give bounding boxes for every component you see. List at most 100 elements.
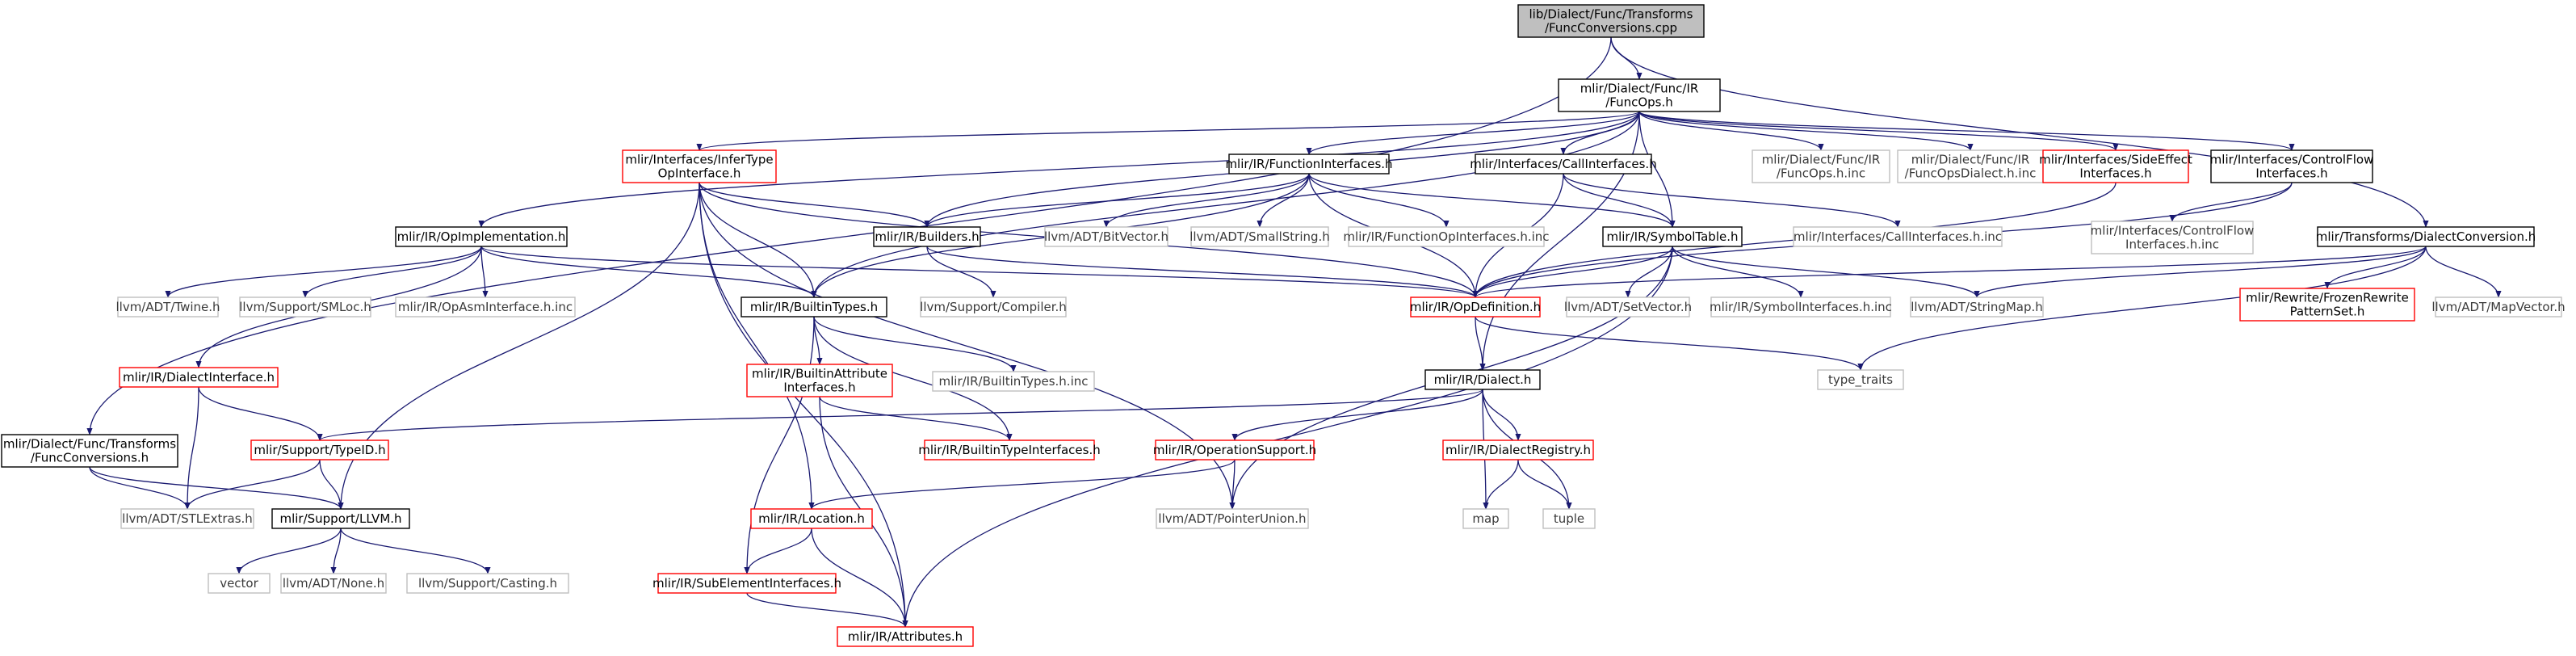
edge-location-to-attributes [811, 528, 908, 628]
node-typeid[interactable]: mlir/Support/TypeID.h [250, 439, 389, 460]
node-twine[interactable]: llvm/ADT/Twine.h [115, 296, 220, 317]
node-opimpl[interactable]: mlir/IR/OpImplementation.h [395, 226, 568, 247]
node-funcops[interactable]: mlir/Dialect/Func/IR/FuncOps.h [1558, 78, 1721, 112]
node-controlflowinc[interactable]: mlir/Interfaces/ControlFlowInterfaces.h.… [2091, 221, 2255, 254]
edge-dialectconversion-to-opdef [1472, 246, 2427, 298]
node-label-opimpl: mlir/IR/OpImplementation.h [397, 229, 566, 244]
node-label-frozenrewrite: PatternSet.h [2290, 305, 2365, 319]
edge-dialectinterface-to-stlextras [184, 386, 199, 510]
node-bitvector[interactable]: llvm/ADT/BitVector.h [1044, 226, 1168, 247]
node-label-none: llvm/ADT/None.h [283, 576, 384, 591]
node-dialectinterface[interactable]: mlir/IR/DialectInterface.h [119, 367, 279, 388]
edge-opimpl-to-builtintypes [480, 246, 817, 298]
node-setvector[interactable]: llvm/ADT/SetVector.h [1564, 296, 1692, 317]
edge-infertype-to-attributes [699, 182, 908, 628]
node-label-callinterfacesinc: mlir/Interfaces/CallInterfaces.h.inc [1794, 229, 2002, 244]
node-opsupport[interactable]: mlir/IR/OperationSupport.h [1153, 439, 1316, 460]
edge-funcops-to-opimpl [478, 111, 1640, 228]
edge-dialectregistry-to-tuple [1517, 459, 1572, 510]
node-casting[interactable]: llvm/Support/Casting.h [406, 573, 569, 594]
node-label-smallstring: llvm/ADT/SmallString.h [1189, 229, 1330, 244]
node-label-stringmap: llvm/ADT/StringMap.h [1911, 300, 2043, 314]
node-funcopsdialectinc[interactable]: mlir/Dialect/Func/IR/FuncOpsDialect.h.in… [1897, 149, 2044, 183]
node-tuple[interactable]: tuple [1542, 508, 1596, 529]
node-label-controlflowinc: Interfaces.h.inc [2125, 238, 2219, 252]
node-typetraits[interactable]: type_traits [1817, 369, 1904, 390]
dependency-edges [86, 36, 2502, 628]
edge-opimpl-to-opdef [480, 246, 1479, 298]
node-box-opasminc [395, 296, 576, 317]
node-stlextras[interactable]: llvm/ADT/STLExtras.h [120, 508, 254, 529]
node-builtintypeif[interactable]: mlir/IR/BuiltinTypeInterfaces.h [918, 439, 1101, 460]
node-subelement[interactable]: mlir/IR/SubElementInterfaces.h [652, 573, 841, 594]
node-label-tuple: tuple [1554, 511, 1584, 526]
edge-location-to-subelement [744, 528, 812, 574]
node-builtintypesinc[interactable]: mlir/IR/BuiltinTypes.h.inc [932, 371, 1095, 392]
node-label-subelement: mlir/IR/SubElementInterfaces.h [652, 576, 841, 591]
node-stringmap[interactable]: llvm/ADT/StringMap.h [1910, 296, 2044, 317]
node-opasminc[interactable]: mlir/IR/OpAsmInterface.h.inc [395, 296, 576, 317]
node-label-funcopsinc: mlir/Dialect/Func/IR [1762, 153, 1881, 167]
node-box-bitvector [1044, 226, 1168, 247]
node-callinterfacesinc[interactable]: mlir/Interfaces/CallInterfaces.h.inc [1793, 226, 2003, 247]
node-box-builders [873, 226, 981, 247]
node-mapvector[interactable]: llvm/ADT/MapVector.h [2431, 296, 2566, 317]
node-smloc[interactable]: llvm/Support/SMLoc.h [239, 296, 371, 317]
node-pointerunion[interactable]: llvm/ADT/PointerUnion.h [1156, 508, 1309, 529]
edge-builders-to-opdef [926, 246, 1479, 298]
node-funcopinterfacesinc[interactable]: mlir/IR/FunctionOpInterfaces.h.inc [1343, 226, 1550, 247]
node-attributes[interactable]: mlir/IR/Attributes.h [837, 626, 974, 647]
node-compiler[interactable]: llvm/Support/Compiler.h [920, 296, 1067, 317]
node-dialectconversion[interactable]: mlir/Transforms/DialectConversion.h [2316, 226, 2536, 247]
node-label-dialectregistry: mlir/IR/DialectRegistry.h [1445, 443, 1591, 457]
node-box-pointerunion [1156, 508, 1309, 529]
edge-callinterfaces-to-callinterfacesinc [1563, 173, 1901, 228]
node-box-map [1462, 508, 1509, 529]
node-llvmh[interactable]: mlir/Support/LLVM.h [271, 508, 410, 529]
edge-llvmh-to-none [330, 528, 342, 574]
node-box-infertype [622, 149, 777, 183]
node-box-stringmap [1910, 296, 2044, 317]
node-map[interactable]: map [1462, 508, 1509, 529]
node-funcopsinc[interactable]: mlir/Dialect/Func/IR/FuncOps.h.inc [1752, 149, 1890, 183]
node-box-builtintypeif [924, 439, 1095, 460]
node-funcinterfaces[interactable]: mlir/IR/FunctionInterfaces.h [1225, 153, 1393, 175]
node-label-llvmh: mlir/Support/LLVM.h [279, 511, 401, 526]
node-label-typeid: mlir/Support/TypeID.h [254, 443, 385, 457]
node-builtintypes[interactable]: mlir/IR/BuiltinTypes.h [740, 296, 887, 317]
node-label-builtintypesinc: mlir/IR/BuiltinTypes.h.inc [939, 374, 1089, 389]
edge-funcconv_h-to-stlextras [89, 466, 191, 510]
edge-dialectconversion-to-stringmap [1974, 246, 2427, 298]
node-symboltable[interactable]: mlir/IR/SymbolTable.h [1602, 226, 1743, 247]
node-box-controlflow [2210, 149, 2373, 183]
node-callinterfaces[interactable]: mlir/Interfaces/CallInterfaces.h [1470, 153, 1657, 175]
node-box-funcops [1558, 78, 1721, 112]
edge-opimpl-to-opasminc [480, 246, 489, 298]
node-box-compiler [920, 296, 1067, 317]
node-label-dialectinterface: mlir/IR/DialectInterface.h [123, 370, 275, 385]
node-none[interactable]: llvm/ADT/None.h [280, 573, 387, 594]
node-opdef[interactable]: mlir/IR/OpDefinition.h [1410, 296, 1541, 317]
node-builders[interactable]: mlir/IR/Builders.h [873, 226, 981, 247]
node-location[interactable]: mlir/IR/Location.h [750, 508, 873, 529]
node-dialect[interactable]: mlir/IR/Dialect.h [1424, 369, 1541, 390]
node-label-builtintypeif: mlir/IR/BuiltinTypeInterfaces.h [918, 443, 1100, 457]
node-label-funcconv_h: /FuncConversions.h [31, 451, 149, 465]
node-smallstring[interactable]: llvm/ADT/SmallString.h [1189, 226, 1330, 247]
node-label-opdef: mlir/IR/OpDefinition.h [1410, 300, 1541, 314]
node-label-funcopinterfacesinc: mlir/IR/FunctionOpInterfaces.h.inc [1343, 229, 1549, 244]
node-root[interactable]: lib/Dialect/Func/Transforms/FuncConversi… [1517, 4, 1705, 38]
node-dialectregistry[interactable]: mlir/IR/DialectRegistry.h [1442, 439, 1594, 460]
node-label-bitvector: llvm/ADT/BitVector.h [1044, 229, 1168, 244]
node-box-location [750, 508, 873, 529]
node-funcconv_h[interactable]: mlir/Dialect/Func/Transforms/FuncConvers… [1, 434, 178, 468]
edge-funcops-to-funcopsdialectinc [1638, 111, 1974, 151]
node-box-frozenrewrite [2239, 288, 2415, 322]
node-symbolinterfacesinc[interactable]: mlir/IR/SymbolInterfaces.h.inc [1710, 296, 1892, 317]
node-vector[interactable]: vector [208, 573, 271, 594]
